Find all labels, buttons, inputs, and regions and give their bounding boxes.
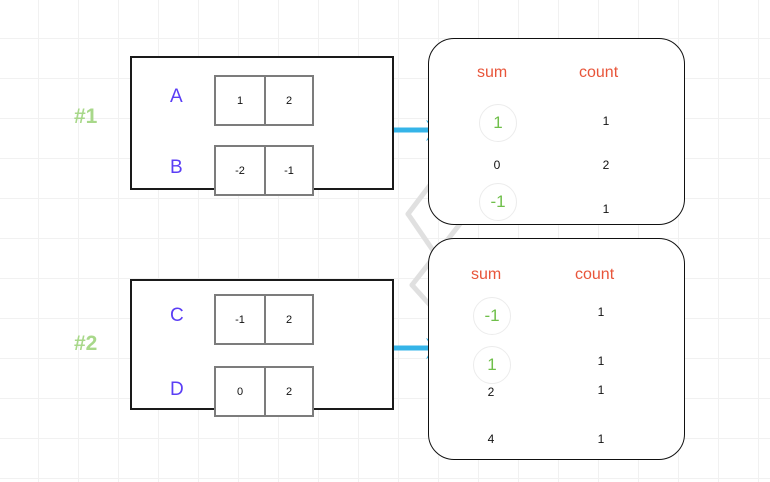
cell-b-1: -1 [264,147,312,194]
table2-row2-sum: 2 [487,385,495,399]
cell-b-0: -2 [235,164,245,177]
table2-row0-sum: -1 [484,306,500,325]
pair-b: -2 -1 [214,145,314,196]
table2-row1-sum: 1 [487,355,497,374]
table2-row0-count: 1 [597,305,605,319]
pair-d: 0 2 [214,366,314,417]
group-box-1: A 1 2 B -2 -1 [130,56,394,196]
result-panel-2: sum count -1 1 1 1 2 1 4 1 [428,238,685,460]
cell-a-1: 2 [264,77,312,124]
table2-row0-circle [473,297,511,335]
table1-row0-count: 1 [602,114,610,128]
cell-c-1: 2 [264,296,312,343]
table2-header-sum: sum [471,266,502,283]
table2-row1-circle [473,346,511,384]
row-label-b: B [170,157,183,178]
row-label-c: C [170,305,184,326]
cell-c-0: -1 [235,313,245,326]
step-tag-1: #1 [74,105,98,128]
step-tag-2: #2 [74,332,98,355]
table1-header-count: count [579,64,619,81]
table2-row3-count: 1 [597,432,605,446]
pair-c: -1 2 [214,294,314,345]
cell-d-1: 2 [264,368,312,415]
table1-row2-circle [479,183,517,221]
table1-row0-circle [479,104,517,142]
table1-header-sum: sum [477,64,508,81]
cell-a-0: 1 [236,94,244,107]
table1-row1-sum: 0 [493,158,501,172]
table1-row0-sum: 1 [493,113,503,132]
row-label-d: D [170,379,184,400]
table2-header-count: count [575,266,615,283]
table1-row2-count: 1 [602,202,610,216]
table1-row1-count: 2 [602,158,610,172]
cell-d-0: 0 [236,385,244,398]
result-panel-1: sum count 1 1 0 2 -1 1 [428,38,685,225]
row-label-a: A [170,86,183,107]
table1-row2-sum: -1 [490,192,506,211]
pair-a: 1 2 [214,75,314,126]
group-box-2: C -1 2 D 0 2 [130,279,394,417]
table2-row2-count: 1 [597,383,605,397]
table2-row1-count: 1 [597,354,605,368]
table2-row3-sum: 4 [487,432,495,446]
